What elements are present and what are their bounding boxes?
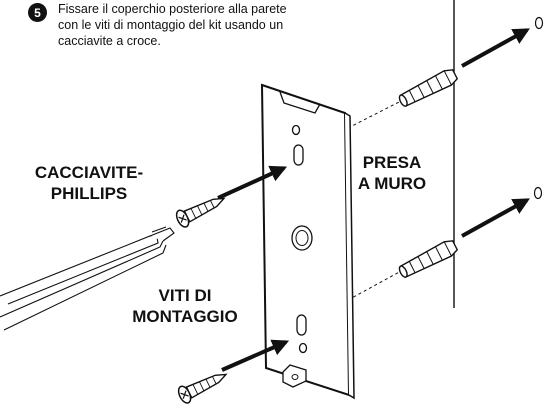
wall-hole-bottom bbox=[533, 186, 543, 200]
arrow-anchor-top bbox=[461, 28, 530, 68]
screwdriver-label: CACCIAVITE- PHILLIPS bbox=[34, 163, 144, 203]
back-cover-plate bbox=[260, 83, 355, 400]
mounting-screw-top bbox=[175, 197, 226, 228]
mounting-screw-bottom bbox=[177, 373, 228, 404]
guide-lines bbox=[347, 99, 404, 301]
arrow-anchor-bottom bbox=[461, 198, 530, 238]
wall-anchor-bottom bbox=[398, 240, 459, 278]
step-instruction: Fissare il coperchio posteriore alla par… bbox=[58, 2, 287, 48]
phillips-screwdriver bbox=[0, 226, 175, 331]
wall-anchor-label: PRESA A MURO bbox=[357, 153, 427, 193]
arrow-screw-top bbox=[217, 165, 288, 200]
mounting-screws-label: VITI DI MONTAGGIO bbox=[132, 286, 238, 326]
wall-anchor-top bbox=[398, 69, 459, 107]
arrow-screw-bottom bbox=[221, 339, 290, 372]
wall-hole-top bbox=[534, 16, 544, 30]
step-number-badge: 5 bbox=[28, 3, 47, 22]
